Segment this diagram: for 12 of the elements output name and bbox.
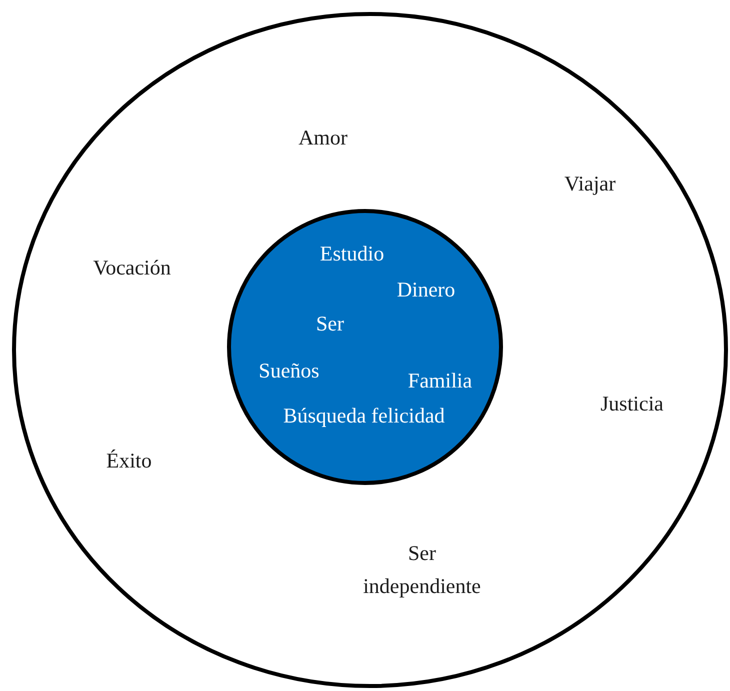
value-label: Familia [408,368,472,394]
value-label: Justicia [600,390,664,418]
value-label: Amor [298,124,348,152]
value-label: Ser [316,310,344,338]
value-label: Sueños [258,358,320,384]
value-label: Búsqueda felicidad [283,402,445,430]
value-label: Dinero [396,276,456,304]
value-label: Estudio [320,240,384,268]
value-label: Viajar [564,170,616,198]
value-label: Éxito [106,448,152,474]
value-label: Vocación [93,254,171,282]
value-label: Ser independiente [362,540,482,600]
